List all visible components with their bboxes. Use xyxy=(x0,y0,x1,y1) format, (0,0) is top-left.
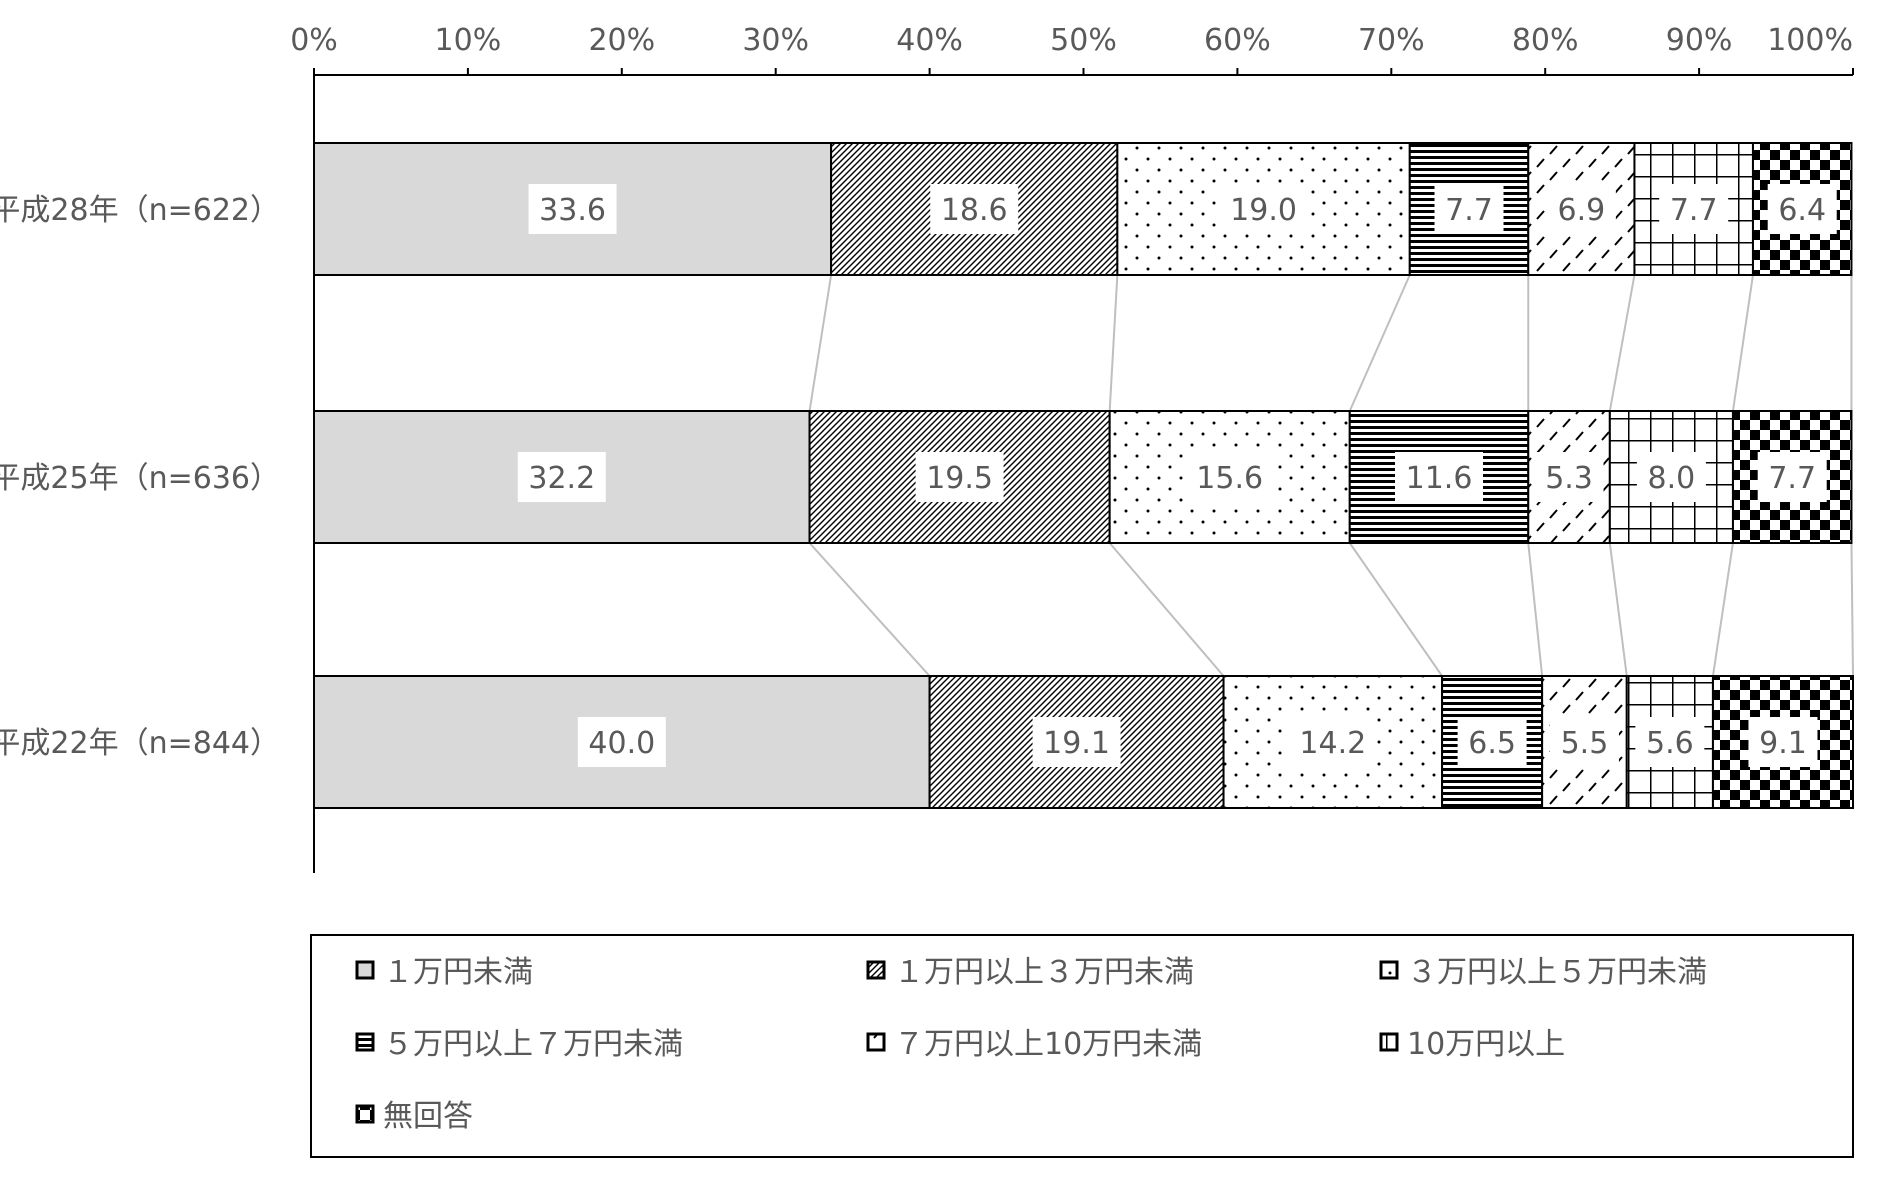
value-label: 7.7 xyxy=(1445,193,1493,228)
value-label: 9.1 xyxy=(1759,726,1807,761)
series-line xyxy=(1608,274,1636,412)
series-line xyxy=(1348,542,1443,677)
value-label: 5.5 xyxy=(1561,726,1609,761)
value-labels: 33.6 18.6 19.0 7.7 6.9 7.7 6.4 32.2 19.5 15.6 11.6… xyxy=(517,184,1837,767)
value-label: 6.4 xyxy=(1778,193,1826,228)
value-label: 18.6 xyxy=(941,193,1008,228)
value-label-box xyxy=(1748,717,1818,767)
x-tick-label: 100% xyxy=(1767,23,1853,58)
value-label-box xyxy=(1032,717,1121,767)
value-label-box xyxy=(1457,717,1527,767)
value-label: 6.5 xyxy=(1468,726,1516,761)
x-tick-label: 0% xyxy=(290,23,338,58)
series-line xyxy=(1108,274,1119,412)
series-line xyxy=(1608,542,1628,677)
value-label-box xyxy=(1185,452,1274,502)
value-label-box xyxy=(517,452,606,502)
value-label-box xyxy=(930,184,1019,234)
value-label-box xyxy=(1549,717,1619,767)
x-tick-label: 20% xyxy=(588,23,655,58)
category-label: 平成22年（n=844） xyxy=(0,726,280,761)
series-line xyxy=(1731,274,1754,412)
value-label-box xyxy=(1219,184,1308,234)
value-label-box xyxy=(528,184,617,234)
value-label: 40.0 xyxy=(588,726,655,761)
x-tick-label: 90% xyxy=(1666,23,1733,58)
value-label-box xyxy=(1546,184,1616,234)
value-label: 14.2 xyxy=(1299,726,1366,761)
x-tick-label: 60% xyxy=(1204,23,1271,58)
value-label: 19.0 xyxy=(1230,193,1297,228)
legend-label: ３万円以上５万円未満 xyxy=(1407,955,1707,990)
value-label-box xyxy=(1434,184,1504,234)
category-labels: 平成28年（n=622） 平成25年（n=636） 平成22年（n=844） xyxy=(0,193,280,761)
series-line xyxy=(1527,542,1544,677)
x-tick-label: 40% xyxy=(896,23,963,58)
value-label-box xyxy=(1534,452,1604,502)
legend-swatch xyxy=(1379,1032,1399,1052)
value-label-box xyxy=(1395,452,1484,502)
legend-label: １万円以上３万円未満 xyxy=(894,955,1194,990)
value-label-box xyxy=(577,717,666,767)
x-tick-label: 10% xyxy=(435,23,502,58)
legend-label: 無回答 xyxy=(383,1099,473,1134)
value-label-box xyxy=(1288,717,1377,767)
value-label: 33.6 xyxy=(539,193,606,228)
legend-swatch xyxy=(355,1032,375,1052)
x-tick-label: 30% xyxy=(742,23,809,58)
value-label-box xyxy=(1659,184,1729,234)
value-label: 6.9 xyxy=(1558,193,1606,228)
legend-label: ７万円以上10万円未満 xyxy=(894,1027,1202,1062)
legend-swatch xyxy=(866,1032,886,1052)
value-label: 5.3 xyxy=(1545,461,1593,496)
value-label-box xyxy=(1757,452,1827,502)
value-label-box xyxy=(1635,717,1705,767)
value-label: 32.2 xyxy=(528,461,595,496)
value-label: 11.6 xyxy=(1406,461,1473,496)
legend-label: ５万円以上７万円未満 xyxy=(383,1027,683,1062)
value-label: 8.0 xyxy=(1648,461,1696,496)
bar-segment xyxy=(1608,410,1734,544)
legend-swatch xyxy=(866,960,886,980)
axes: 0% 10% 20% 30% 40% 50% 60% 70% 80% 90% 100% xyxy=(290,23,1854,873)
series-line xyxy=(1711,542,1734,677)
x-tick-label: 70% xyxy=(1358,23,1425,58)
legend: １万円未満 １万円以上３万円未満 ３万円以上５万円未満 ５万円以上７万円未満 ７万円以上… xyxy=(310,934,1854,1158)
x-tick-label: 80% xyxy=(1512,23,1579,58)
series-line xyxy=(1850,542,1854,677)
value-label: 19.1 xyxy=(1043,726,1110,761)
series-line xyxy=(1348,274,1411,412)
value-label: 15.6 xyxy=(1196,461,1263,496)
legend-swatch xyxy=(355,1104,375,1124)
legend-frame xyxy=(310,934,1854,1158)
series-connector-lines xyxy=(808,274,1854,677)
bars xyxy=(313,142,1855,809)
legend-label: 10万円以上 xyxy=(1407,1027,1565,1062)
value-label: 7.7 xyxy=(1768,461,1816,496)
value-label-box xyxy=(1636,452,1706,502)
value-label: 7.7 xyxy=(1670,193,1718,228)
value-label-box xyxy=(1767,184,1837,234)
series-line xyxy=(808,274,833,412)
x-tick-label: 50% xyxy=(1050,23,1117,58)
value-label: 19.5 xyxy=(926,461,993,496)
series-line xyxy=(1108,542,1225,677)
legend-swatch xyxy=(1379,960,1399,980)
value-label: 5.6 xyxy=(1646,726,1694,761)
value-label-box xyxy=(915,452,1004,502)
legend-label: １万円未満 xyxy=(383,955,533,990)
legend-swatch xyxy=(355,960,375,980)
category-label: 平成25年（n=636） xyxy=(0,461,280,496)
series-line xyxy=(808,542,931,677)
category-label: 平成28年（n=622） xyxy=(0,193,280,228)
